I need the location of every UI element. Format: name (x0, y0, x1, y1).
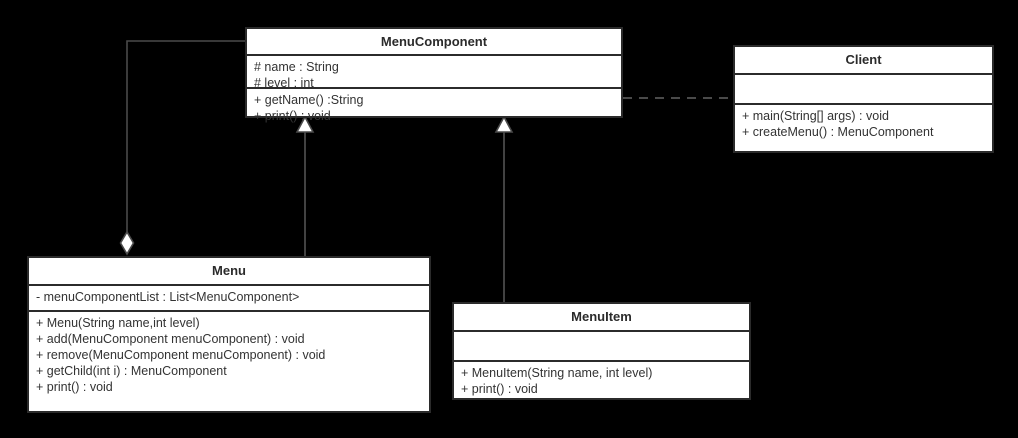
attribute-row: # name : String (254, 60, 339, 74)
attribute-row: # level : int (254, 76, 314, 90)
class-name-menuitem: MenuItem (454, 304, 749, 332)
class-name-menu: Menu (29, 258, 429, 286)
operation-row: + remove(MenuComponent menuComponent) : … (36, 348, 326, 362)
operation-row: + print() : void (36, 380, 113, 394)
class-box-menuitem[interactable]: MenuItem + MenuItem(String name, int lev… (452, 302, 751, 400)
operation-row: + print() : void (461, 382, 538, 396)
attributes-compartment-menu: - menuComponentList : List<MenuComponent… (29, 286, 429, 312)
operations-compartment-client: + main(String[] args) : void + createMen… (735, 105, 992, 155)
aggregation-menu-menucomponent (119, 40, 245, 256)
operation-row: + createMenu() : MenuComponent (742, 125, 934, 139)
operation-row: + Menu(String name,int level) (36, 316, 200, 330)
operation-row: + main(String[] args) : void (742, 109, 889, 123)
operations-compartment-menuitem: + MenuItem(String name, int level) + pri… (454, 362, 749, 402)
attributes-compartment-client (735, 75, 992, 105)
class-box-client[interactable]: Client + main(String[] args) : void + cr… (733, 45, 994, 153)
attribute-row: - menuComponentList : List<MenuComponent… (36, 290, 300, 304)
class-box-menucomponent[interactable]: MenuComponent # name : String # level : … (245, 27, 623, 123)
generalization-menuitem-menucomponent (494, 115, 514, 302)
class-name-menucomponent: MenuComponent (247, 29, 621, 56)
operations-compartment-menucomponent: + getName() :String + print() : void (247, 89, 621, 123)
operation-row: + MenuItem(String name, int level) (461, 366, 653, 380)
operation-row: + add(MenuComponent menuComponent) : voi… (36, 332, 305, 346)
operations-compartment-menu: + Menu(String name,int level) + add(Menu… (29, 312, 429, 415)
operation-row: + print() : void (254, 109, 331, 123)
hollow-diamond-marker (119, 230, 135, 256)
operation-row: + getName() :String (254, 93, 364, 107)
class-name-client: Client (735, 47, 992, 75)
attributes-compartment-menuitem (454, 332, 749, 362)
operation-row: + getChild(int i) : MenuComponent (36, 364, 227, 378)
attributes-compartment-menucomponent: # name : String # level : int (247, 56, 621, 90)
generalization-menu-menucomponent (295, 115, 315, 256)
class-box-menu[interactable]: Menu - menuComponentList : List<MenuComp… (27, 256, 431, 413)
